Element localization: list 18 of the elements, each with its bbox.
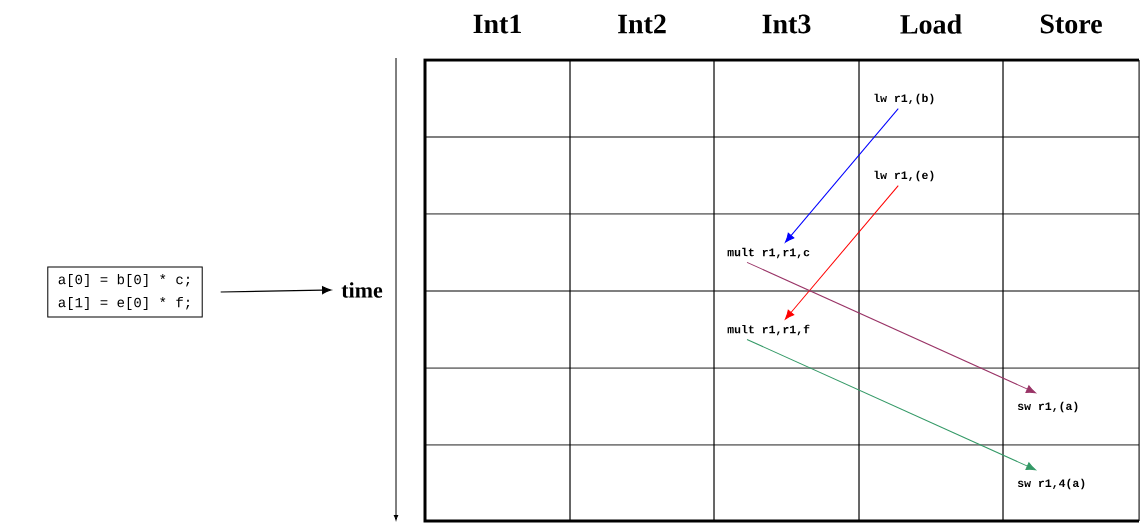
arrow [746,339,1036,471]
arrow [784,185,899,320]
instruction-text: mult r1,r1,c [727,247,810,259]
column-header: Load [900,14,962,34]
instruction-text: lw r1,(b) [874,93,934,105]
column-header: Store [1040,14,1102,34]
column-header: Int2 [618,14,666,34]
column-header: Int1 [473,14,521,34]
instruction-text: sw r1,4(a) [1017,478,1085,490]
arrow [784,108,899,243]
instruction-text: sw r1,(a) [1017,401,1078,413]
instruction-text: mult r1,r1,f [727,324,810,336]
instruction-text: lw r1,(e) [874,170,934,182]
column-header: Int3 [762,14,811,34]
code-box: a[0] = b[0] * c; a[1] = e[0] * f; [47,266,203,318]
arrow [746,261,1036,394]
arrow [220,286,332,295]
time-label: time [341,282,383,298]
